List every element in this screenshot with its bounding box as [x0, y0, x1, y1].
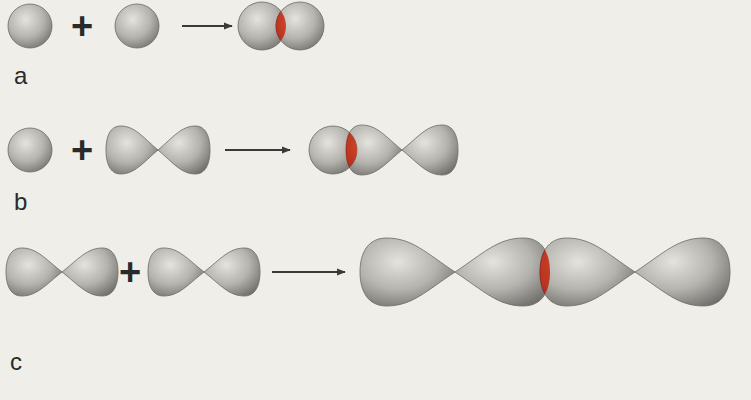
reaction-arrow: [272, 271, 345, 273]
panel-letter: c: [10, 350, 22, 374]
plus-sign: +: [71, 131, 93, 169]
p-orbital-lobe: [6, 248, 62, 296]
p-orbital-lobe: [106, 126, 158, 174]
overlap-region: [346, 125, 402, 175]
s-orbital: [8, 128, 52, 172]
p-orbital-lobe: [455, 238, 550, 306]
s-orbital: [276, 2, 324, 50]
reaction-arrow: [225, 149, 290, 151]
p-orbital-lobe: [204, 248, 260, 296]
overlap-region: [276, 2, 324, 50]
p-orbital-lobe: [540, 238, 635, 306]
s-orbital: [115, 4, 159, 48]
p-orbital-lobe: [346, 125, 402, 175]
panel-letter: b: [14, 190, 27, 214]
s-orbital: [8, 4, 52, 48]
p-orbital-lobe: [402, 125, 458, 175]
p-orbital-lobe: [62, 248, 118, 296]
panel-letter: a: [14, 64, 27, 88]
reaction-arrow: [182, 25, 232, 27]
plus-sign: +: [119, 253, 141, 291]
overlap-region: [540, 238, 635, 306]
p-orbital-lobe: [148, 248, 204, 296]
p-orbital-lobe: [635, 238, 730, 306]
p-orbital-lobe: [158, 126, 210, 174]
p-orbital-lobe: [360, 238, 455, 306]
plus-sign: +: [71, 7, 93, 45]
